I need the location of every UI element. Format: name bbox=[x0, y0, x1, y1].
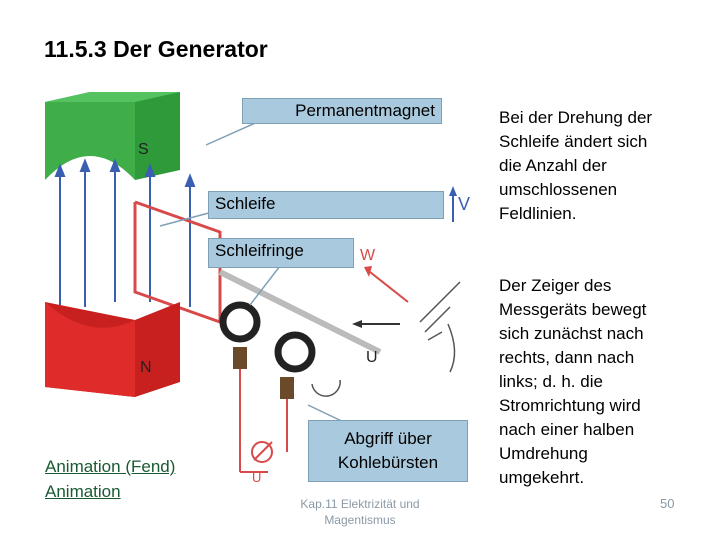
description-2-line: rechts, dann nach bbox=[499, 348, 635, 367]
hand-icon bbox=[419, 281, 461, 373]
description-1-line: umschlossenen bbox=[499, 180, 618, 199]
u-label: U bbox=[366, 349, 378, 366]
callout-permanentmagnet: Permanentmagnet bbox=[242, 98, 442, 124]
animation-link[interactable]: Animation bbox=[45, 482, 121, 501]
description-2: Der Zeiger des Messgeräts bewegt sich zu… bbox=[499, 274, 646, 490]
slide-title: 11.5.3 Der Generator bbox=[44, 36, 268, 62]
description-2-line: Umdrehung bbox=[499, 444, 588, 463]
magnet-n: N bbox=[45, 302, 180, 397]
description-1: Bei der Drehung der Schleife ändert sich… bbox=[499, 106, 652, 226]
description-2-line: links; d. h. die bbox=[499, 372, 603, 391]
field-lines bbox=[54, 158, 196, 312]
w-label: W bbox=[360, 247, 376, 264]
rotation-arrow-icon bbox=[311, 379, 341, 397]
meter-icon: U bbox=[251, 441, 273, 485]
v-label: V bbox=[458, 194, 470, 214]
description-2-line: sich zunächst nach bbox=[499, 324, 644, 343]
meter-wires bbox=[239, 369, 288, 473]
callout-abgriff: Abgriff über Kohlebürsten bbox=[308, 420, 468, 482]
description-2-line: nach einer halben bbox=[499, 420, 635, 439]
description-2-line: Der Zeiger des bbox=[499, 276, 612, 295]
page-number: 50 bbox=[660, 496, 675, 511]
s-label: S bbox=[138, 141, 149, 158]
generator-diagram: S N U V bbox=[45, 92, 470, 485]
description-1-line: Schleife ändert sich bbox=[499, 132, 648, 151]
footer-text: Kap.11 Elektrizität und Magentismus bbox=[300, 497, 420, 527]
meter-u-label: U bbox=[252, 470, 261, 485]
description-2-line: Stromrichtung wird bbox=[499, 396, 641, 415]
w-arrow: W bbox=[360, 247, 409, 303]
description-1-line: die Anzahl der bbox=[499, 156, 607, 175]
description-1-line: Feldlinien. bbox=[499, 204, 577, 223]
slip-rings bbox=[219, 301, 316, 399]
description-2-line: umgekehrt. bbox=[499, 468, 585, 487]
description-2-line: Messgeräts bewegt bbox=[499, 300, 647, 319]
u-arrow: U bbox=[352, 320, 400, 366]
callout-schleife: Schleife bbox=[208, 191, 444, 219]
description-1-line: Bei der Drehung der bbox=[499, 108, 653, 127]
v-arrow: V bbox=[449, 186, 470, 222]
n-label: N bbox=[140, 359, 152, 376]
callout-schleifringe: Schleifringe bbox=[208, 238, 354, 268]
animation-fend-link[interactable]: Animation (Fend) bbox=[45, 457, 176, 476]
